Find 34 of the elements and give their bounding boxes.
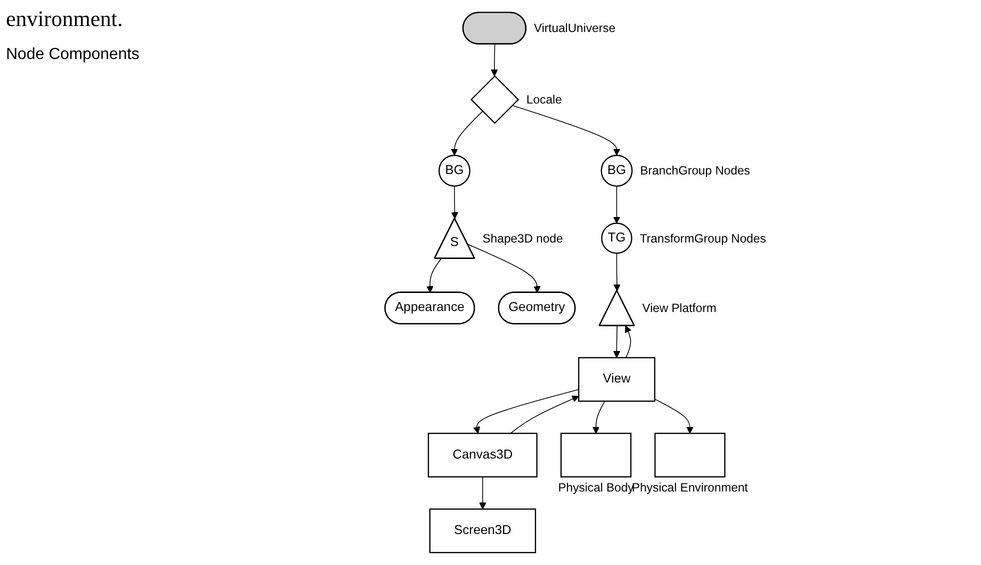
- node-circle: BG: [438, 154, 470, 187]
- node-caption: View Platform: [642, 301, 716, 315]
- node-box: [560, 432, 632, 478]
- node-caption: Shape3D node: [482, 231, 563, 246]
- arrow: [479, 476, 486, 510]
- arrow: [654, 398, 694, 434]
- arrow: [510, 396, 580, 434]
- node-caption: TransformGroup Nodes: [640, 231, 766, 246]
- node-box: View: [578, 357, 656, 402]
- arrow: [613, 325, 620, 358]
- node-caption: Physical Body: [558, 480, 634, 494]
- arrow: [624, 326, 632, 358]
- node-box: Canvas3D: [428, 432, 538, 478]
- arrow: [426, 258, 442, 293]
- arrow: [512, 104, 620, 156]
- arrow: [613, 186, 620, 224]
- arrow: [592, 400, 606, 434]
- text-fragment: environment.: [6, 6, 124, 32]
- arrow: [451, 186, 458, 219]
- arrow: [467, 244, 541, 293]
- node-circle: BG: [600, 154, 633, 187]
- group-label: Node Components: [6, 46, 140, 64]
- node-circle: TG: [601, 222, 632, 254]
- node-caption: Locale: [526, 92, 562, 107]
- node-box: Screen3D: [429, 508, 536, 554]
- arrow: [490, 44, 498, 76]
- node-caption: VirtualUniverse: [534, 21, 616, 36]
- arrow: [450, 110, 483, 156]
- node-caption: Physical Environment: [632, 480, 748, 494]
- node-diamond: [470, 75, 520, 124]
- node-box: [654, 432, 726, 478]
- node-caption: BranchGroup Nodes: [640, 164, 750, 178]
- arrow: [473, 389, 580, 434]
- arrow: [613, 252, 620, 292]
